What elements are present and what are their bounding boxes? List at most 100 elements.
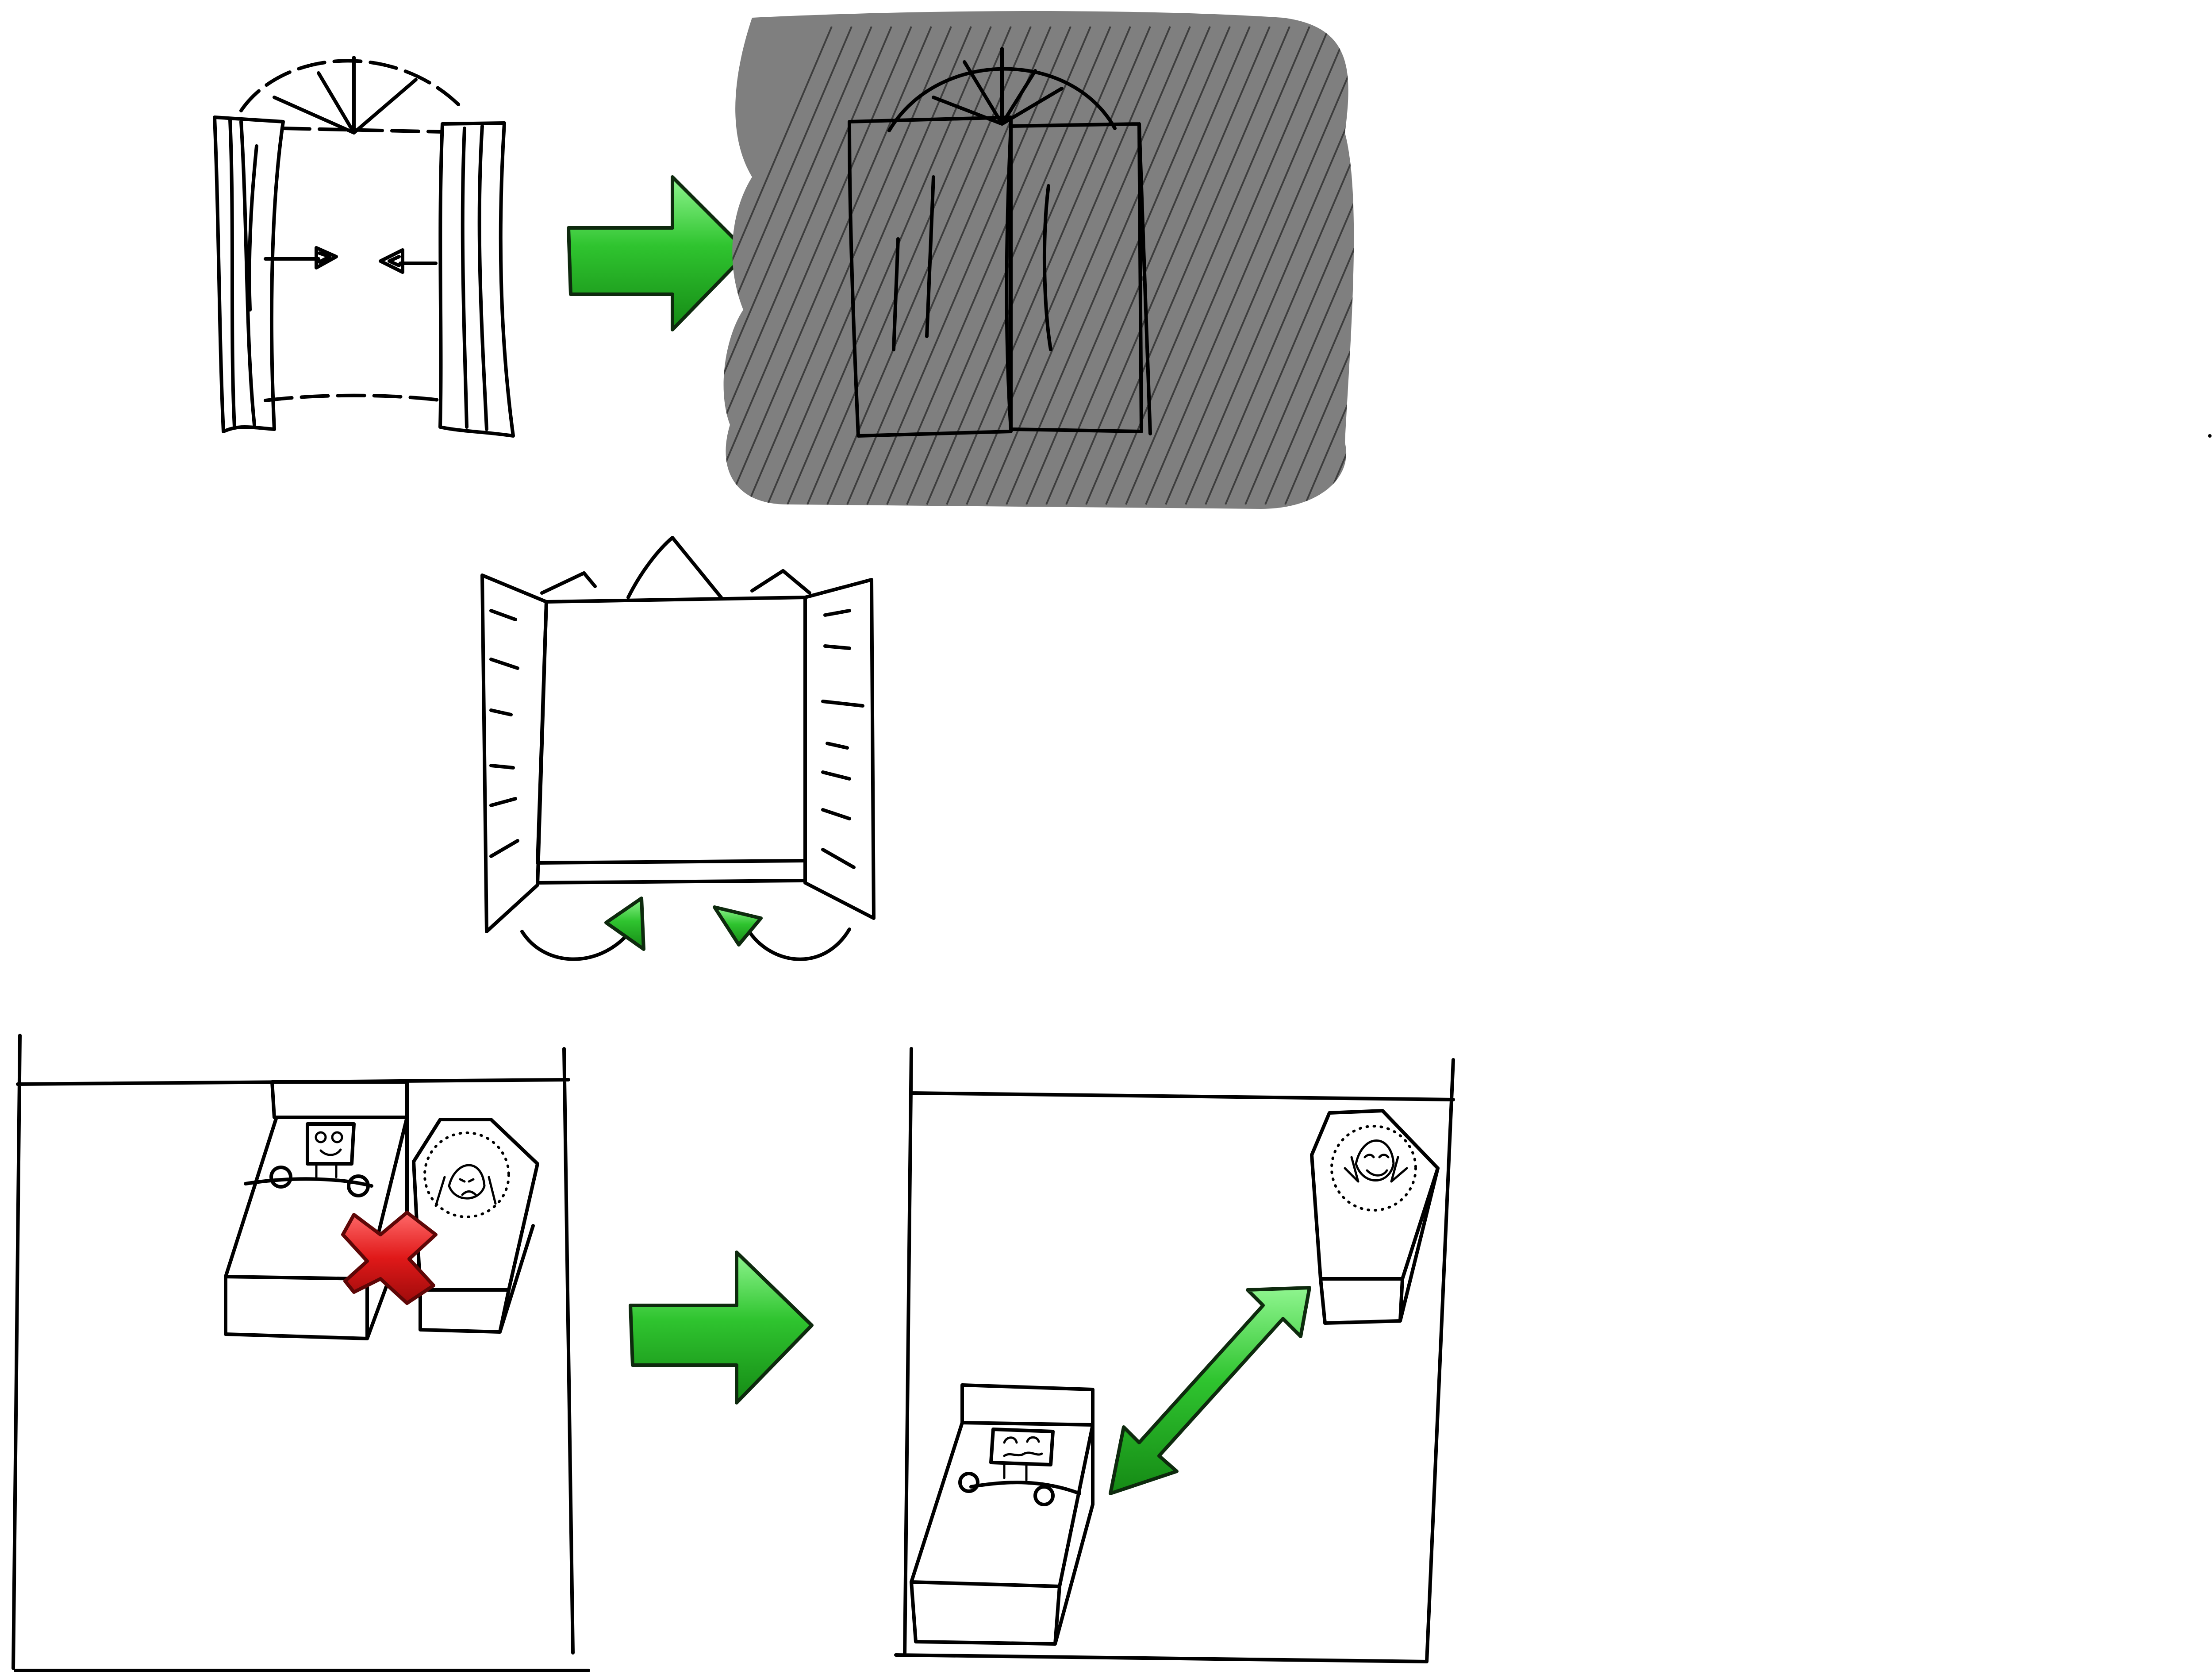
x-mark-icon	[341, 1211, 438, 1305]
sleeper-left-hand	[958, 1472, 979, 1493]
left-shutter	[480, 573, 548, 933]
bed-mattress	[910, 1421, 1094, 1588]
hatch-line	[723, 26, 853, 505]
shutter-spikes	[540, 536, 811, 599]
window-open-curtains-icon	[213, 56, 515, 438]
closed-curtain-right	[1005, 122, 1152, 435]
sleeper-right-hand	[347, 1174, 370, 1197]
coffin-aura	[1330, 1125, 1417, 1212]
hatch-line	[806, 26, 1012, 505]
sleeper-eyes	[1003, 1436, 1040, 1444]
hatch-line	[767, 26, 972, 505]
hatch-line	[1205, 26, 1354, 505]
bed-headboard	[270, 1080, 409, 1119]
window-top-edge	[281, 127, 444, 134]
darkness-hatching	[723, 26, 1354, 505]
hatch-line	[1145, 26, 1350, 505]
sleeper-right-eye	[331, 1131, 343, 1143]
right-pull-arrowhead	[379, 248, 404, 274]
stray-ink-dot	[2208, 434, 2212, 438]
hatch-line	[1264, 26, 1354, 505]
curved-arrow-icon	[713, 905, 763, 947]
bed-blanket	[969, 1481, 1081, 1495]
hatch-line	[1244, 26, 1354, 505]
hatch-line	[1045, 26, 1251, 505]
hatch-line	[1304, 26, 1354, 505]
double-arrow-icon	[1109, 1286, 1311, 1495]
bed-base	[910, 1423, 1094, 1646]
bedroom-icon	[12, 1034, 590, 1672]
sleeper-left-hand	[269, 1166, 292, 1189]
coffin-side	[419, 1224, 535, 1334]
right-curtain	[438, 121, 515, 438]
vampire-cape	[1344, 1156, 1408, 1183]
hatch-line	[747, 26, 952, 505]
hatch-line	[1125, 26, 1330, 505]
sleeper-smile	[319, 1148, 342, 1156]
hatch-line	[946, 26, 1151, 505]
sleeper-neck	[1003, 1461, 1028, 1482]
bedroom-icon	[894, 1047, 1455, 1663]
coffin-aura	[423, 1131, 510, 1218]
closed-curtain-folds	[892, 175, 1052, 351]
hatch-line	[866, 26, 1071, 505]
hatch-line	[1185, 26, 1354, 505]
hatch-line	[966, 26, 1171, 505]
coffin-lid	[1310, 1109, 1440, 1281]
closed-arch-spokes	[932, 47, 1064, 126]
room-5-walls	[894, 1047, 1455, 1663]
window-arch	[239, 59, 466, 112]
hatch-line	[1025, 26, 1231, 505]
left-curtain-fold	[247, 144, 258, 312]
bed-blanket	[244, 1177, 373, 1188]
window-bottom-edge	[264, 393, 444, 402]
hatch-line	[906, 26, 1111, 505]
arrow-right-icon	[629, 1251, 814, 1405]
bed-headboard	[960, 1383, 1094, 1427]
left-close-curve	[520, 930, 630, 961]
hatch-line	[1006, 26, 1211, 505]
coffin-lid	[412, 1118, 539, 1292]
right-close-curve	[746, 927, 851, 961]
green-arrow-step-2	[629, 1251, 814, 1405]
hatch-line	[727, 26, 932, 505]
arrow-right-icon	[567, 175, 749, 331]
sleeper-head	[306, 1122, 356, 1166]
hatch-line	[1324, 26, 1354, 505]
vampire-scared-face	[448, 1164, 486, 1200]
hatch-line	[986, 26, 1191, 505]
sleeper-worried-mouth	[1003, 1451, 1043, 1457]
hatch-line	[846, 26, 1052, 505]
curved-arrow-icon	[604, 897, 645, 951]
hatch-line	[1085, 26, 1290, 505]
hatch-line	[1065, 26, 1271, 505]
vampire-calm-expression	[1363, 1154, 1390, 1177]
left-pull-arrowhead	[315, 246, 338, 269]
hatch-line	[1225, 26, 1354, 505]
sleeper-neck	[315, 1162, 338, 1178]
vampire-calm-face	[1355, 1139, 1395, 1181]
hatch-line	[886, 26, 1091, 505]
right-shutter	[803, 578, 876, 920]
vampire-scared-expression	[459, 1178, 477, 1196]
sleeper-left-eye	[315, 1131, 327, 1143]
shutters-icon	[480, 536, 876, 961]
hatch-line	[723, 26, 912, 505]
closed-curtain-left	[848, 115, 1013, 438]
arch-spokes	[273, 56, 418, 135]
coffin-side	[1319, 1166, 1440, 1325]
right-shutter-slats	[821, 609, 864, 869]
shutter-window-box	[536, 596, 807, 865]
left-curtain	[213, 115, 285, 433]
hatch-line	[723, 26, 872, 505]
bed-mattress	[224, 1116, 409, 1281]
hatch-line	[1165, 26, 1354, 505]
green-arrow-step-1	[567, 175, 749, 331]
window-sill	[536, 879, 805, 885]
vampire-cape	[434, 1176, 497, 1207]
hatch-line	[723, 26, 892, 505]
left-shutter-slats	[489, 609, 519, 858]
sleeper-head	[989, 1428, 1055, 1466]
